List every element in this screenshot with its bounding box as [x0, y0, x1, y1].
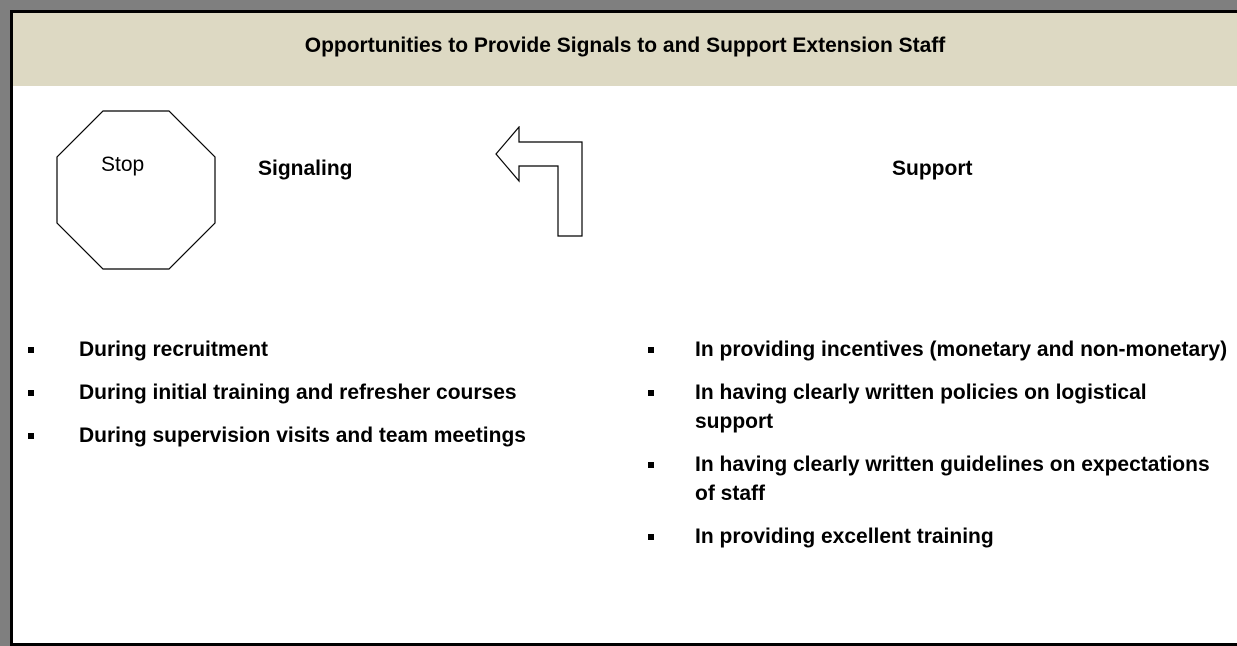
list-item: During initial training and refresher co…: [13, 378, 633, 407]
stop-label: Stop: [101, 153, 145, 176]
diagram-title: Opportunities to Provide Signals to and …: [304, 33, 946, 57]
list-item: During supervision visits and team meeti…: [13, 421, 633, 450]
support-heading: Support: [892, 157, 973, 180]
list-item-text: In having clearly written guidelines on …: [695, 453, 1210, 505]
stop-sign-icon: [56, 110, 216, 270]
list-item: In providing excellent training: [648, 522, 1228, 551]
signaling-list: During recruitment During initial traini…: [13, 335, 633, 464]
bullet-icon: [648, 534, 654, 540]
support-list: In providing incentives (monetary and no…: [648, 335, 1228, 565]
bullet-icon: [648, 462, 654, 468]
stop-sign-octagon: [56, 110, 216, 270]
bullet-icon: [28, 433, 34, 439]
bullet-icon: [28, 347, 34, 353]
list-item-text: During recruitment: [79, 338, 269, 361]
diagram-panel: Opportunities to Provide Signals to and …: [10, 10, 1237, 646]
signaling-heading: Signaling: [258, 157, 353, 180]
turn-left-arrow-shape: [495, 126, 583, 237]
list-item-text: In providing incentives (monetary and no…: [695, 338, 1228, 361]
list-item-text: During initial training and refresher co…: [79, 381, 517, 404]
bullet-icon: [28, 390, 34, 396]
list-item-text: During supervision visits and team meeti…: [79, 424, 526, 447]
list-item-text: In having clearly written policies on lo…: [695, 381, 1147, 433]
list-item: In providing incentives (monetary and no…: [648, 335, 1228, 364]
list-item: In having clearly written guidelines on …: [648, 450, 1228, 508]
bullet-icon: [648, 347, 654, 353]
title-bar: Opportunities to Provide Signals to and …: [13, 13, 1237, 86]
turn-left-arrow-icon: [495, 126, 583, 237]
list-item-text: In providing excellent training: [695, 525, 994, 548]
list-item: In having clearly written policies on lo…: [648, 378, 1228, 436]
list-item: During recruitment: [13, 335, 633, 364]
bullet-icon: [648, 390, 654, 396]
